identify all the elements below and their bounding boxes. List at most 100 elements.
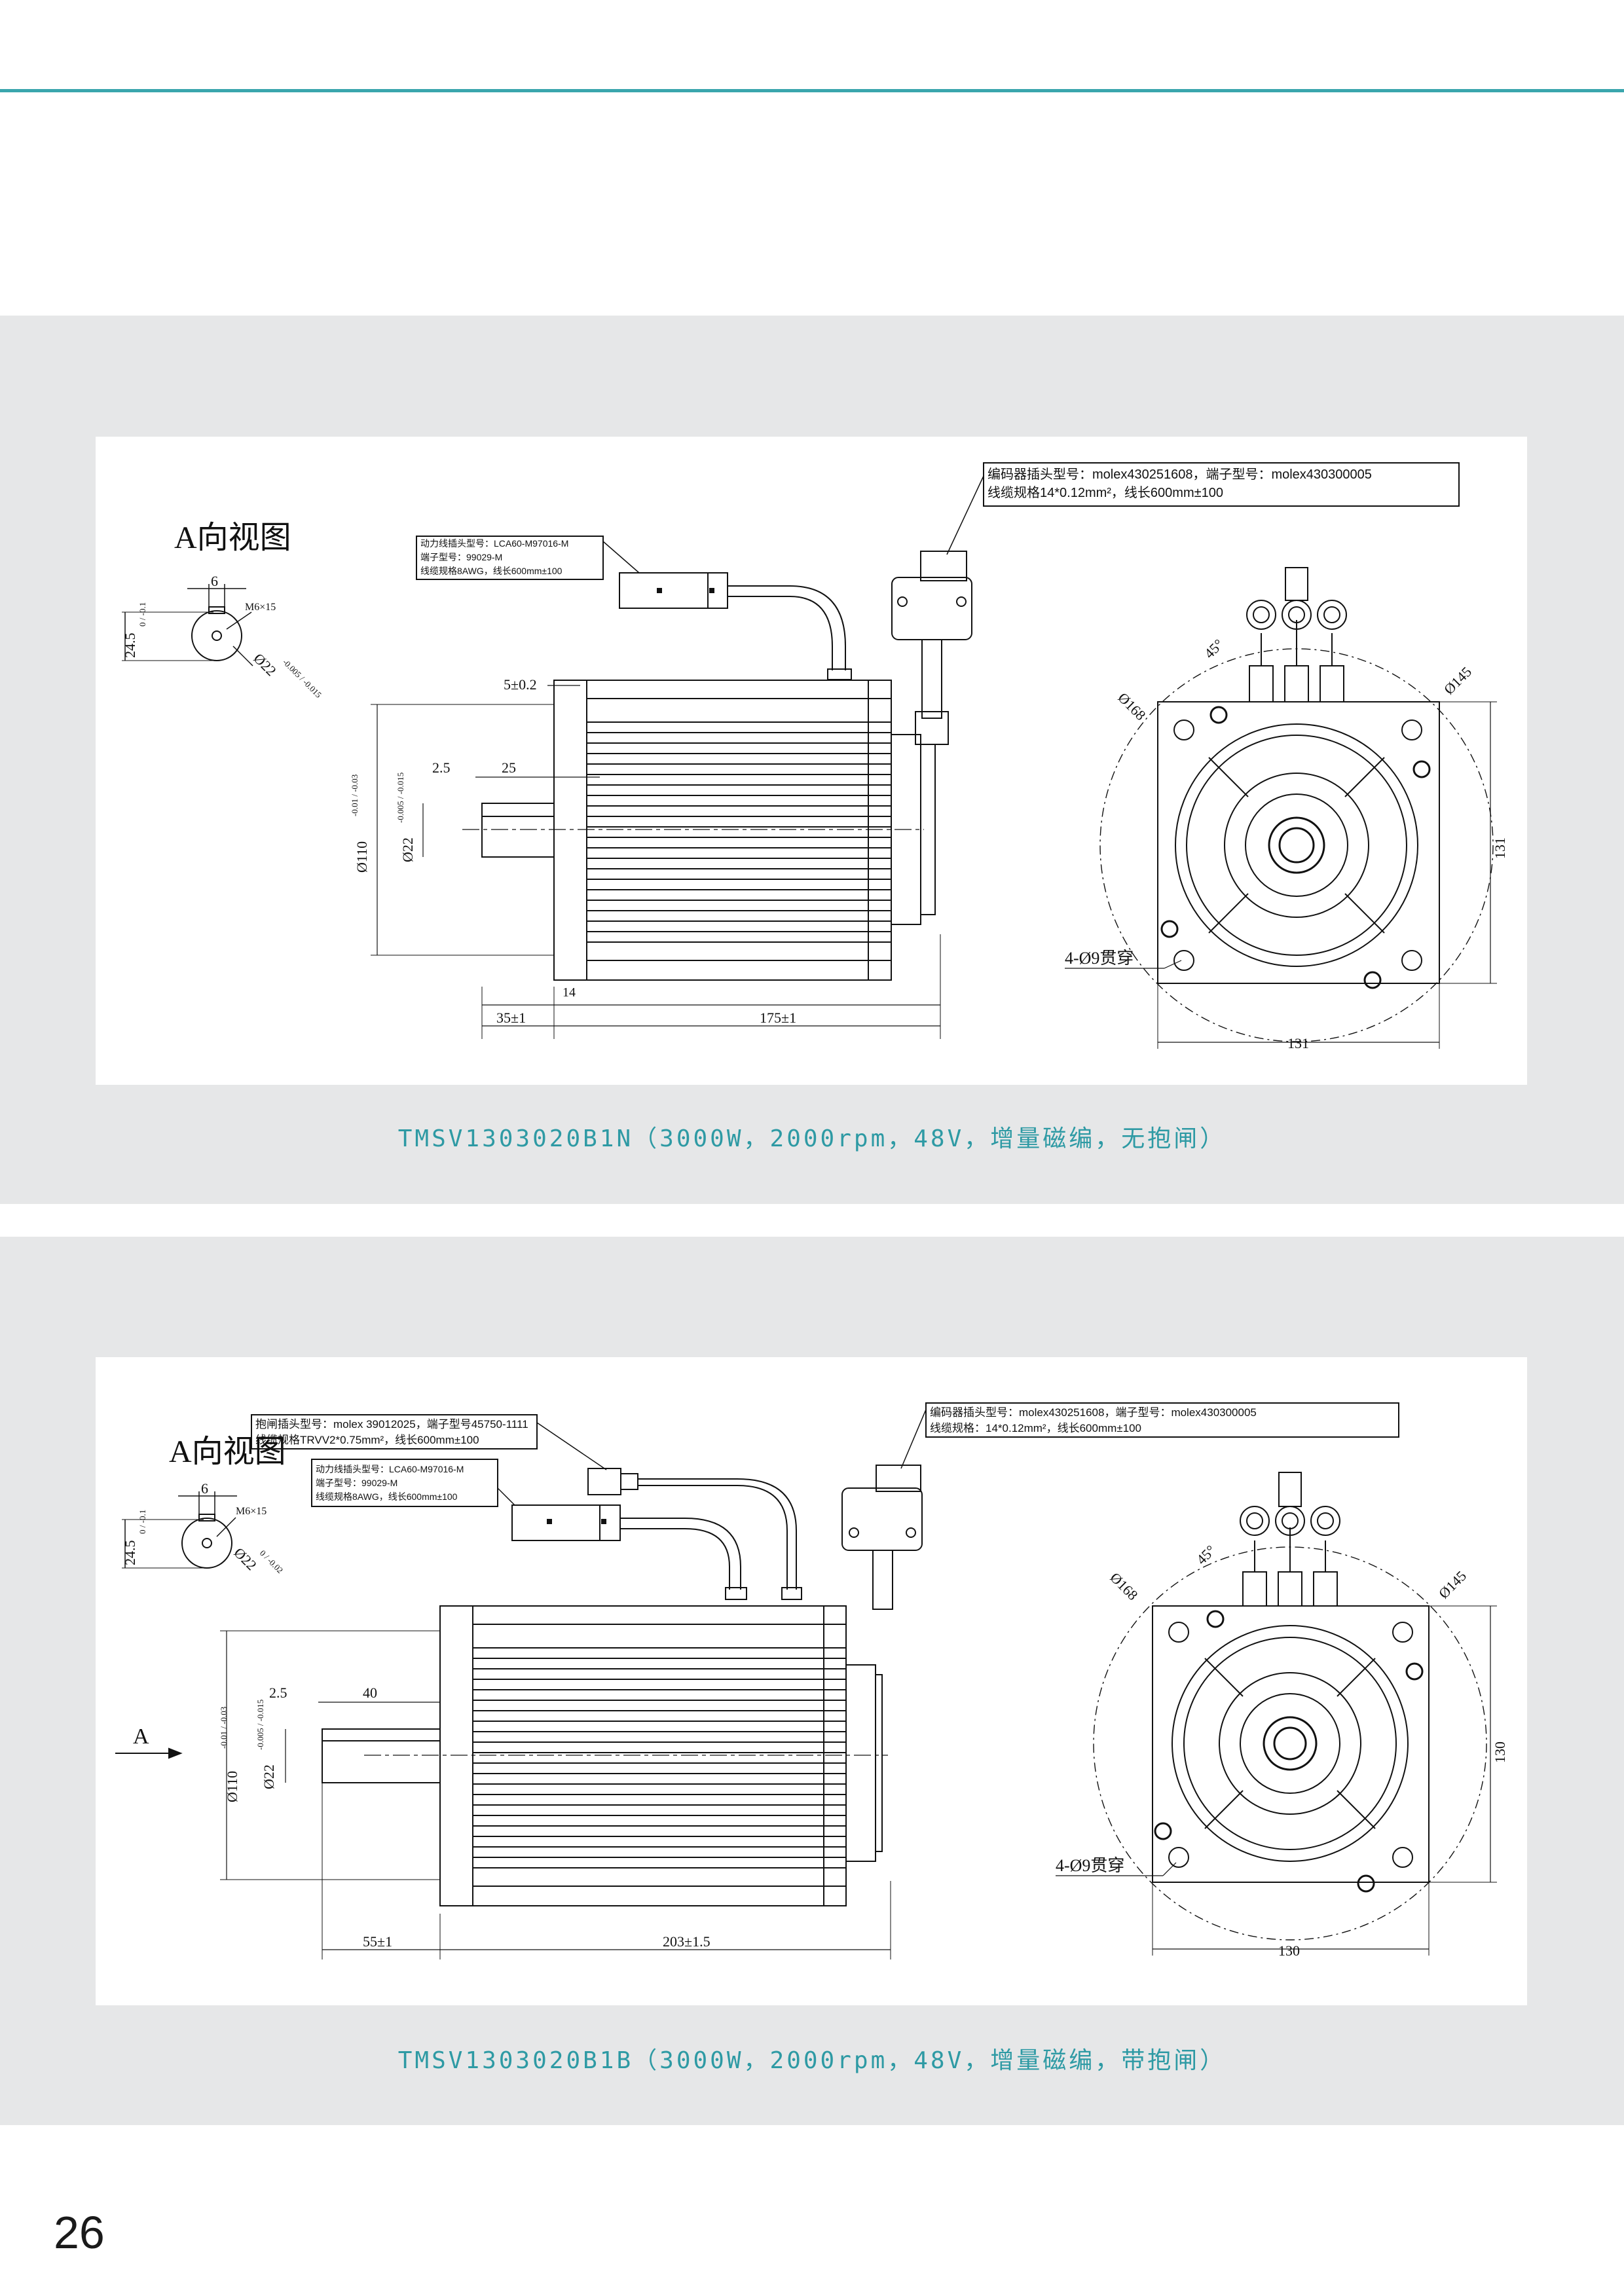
- key-view-circle: [181, 1518, 232, 1569]
- square-w-label: 131: [1287, 1035, 1309, 1051]
- key-height-label: 24.5: [122, 1540, 138, 1566]
- body-len-label: 203±1.5: [663, 1933, 710, 1950]
- power-note-line2: 端子型号：99029-M: [420, 552, 502, 562]
- key-thread-label: M6×15: [245, 602, 276, 613]
- holes-label: 4-Ø9贯穿: [1056, 1856, 1124, 1875]
- power-gland: [725, 1587, 747, 1600]
- brake-note-line2: 线缆规格TRVV2*0.75mm²，线长600mm±100: [255, 1434, 479, 1446]
- drawing-motor-with-brake: A向视图 6 M6×15 24.5 0 / -0.1 Ø22 0 / -0.02…: [96, 1357, 1527, 2005]
- top-accent-rule: [0, 89, 1624, 92]
- encoder-note-line2: 线缆规格：14*0.12mm²，线长600mm±100: [930, 1422, 1141, 1434]
- view-arrow-label: A: [133, 1724, 149, 1749]
- pilot-label: Ø110: [224, 1771, 240, 1802]
- pilot-label: Ø110: [354, 841, 370, 873]
- encoder-note-line2: 线缆规格14*0.12mm²，线长600mm±100: [987, 485, 1223, 500]
- shaft-key: [481, 803, 555, 817]
- flange: [553, 680, 587, 981]
- motor-body: [472, 1605, 847, 1906]
- bolt-circle-label: Ø168: [1107, 1569, 1141, 1603]
- bolt-circle2-label: Ø145: [1441, 663, 1475, 697]
- key-shaft-label: Ø22: [250, 650, 279, 679]
- encoder-note-line1: 编码器插头型号：molex430251608，端子型号：molex4303000…: [987, 467, 1372, 482]
- key-height-label: 24.5: [122, 633, 138, 659]
- power-note-line2: 端子型号：99029-M: [316, 1478, 397, 1488]
- encoder-plug: [891, 577, 972, 640]
- drawing-motor-no-brake: A向视图 6 M6×15 24.5 0 / -0.1 Ø22 -0.005 / …: [96, 437, 1527, 1085]
- flange: [439, 1605, 473, 1906]
- brake-note-line1: 抱闸插头型号：molex 39012025，端子型号45750-1111: [255, 1418, 528, 1430]
- front-square-flange: [1152, 1605, 1430, 1883]
- body-len-label: 175±1: [760, 1010, 796, 1026]
- key-shaft-label: Ø22: [231, 1544, 259, 1573]
- front-outer-circle: [1172, 1625, 1409, 1862]
- front-shaft: [1268, 816, 1325, 874]
- angle-label: 45°: [1201, 636, 1227, 661]
- front-outer-circle: [1175, 723, 1418, 967]
- square-h-label: 131: [1492, 837, 1508, 859]
- shaft-step-label: 2.5: [432, 759, 451, 776]
- front-square-flange: [1157, 701, 1440, 984]
- brake-plug: [587, 1468, 621, 1495]
- encoder-note-box: [925, 1402, 1399, 1438]
- power-note-box: [311, 1459, 498, 1507]
- front-connectors: [1246, 567, 1347, 702]
- shaft-len-label: 25: [502, 759, 516, 776]
- caption-motor-with-brake: TMSV1303020B1B（3000W，2000rpm，48V，增量磁编，带抱…: [397, 2047, 1227, 2074]
- view-a-title: A向视图: [169, 1434, 286, 1469]
- pilot-tol: -0.01 / -0.03: [219, 1707, 229, 1749]
- power-note-line1: 动力线插头型号：LCA60-M97016-M: [316, 1464, 464, 1474]
- encoder-note-line1: 编码器插头型号：molex430251608，端子型号：molex4303000…: [930, 1406, 1257, 1419]
- encoder-note-box: [983, 462, 1460, 507]
- motor-body: [586, 680, 892, 981]
- key-height-tol: 0 / -0.1: [138, 1510, 147, 1534]
- key-shaft-tol: -0.005 / -0.015: [281, 657, 323, 700]
- shaft-key: [322, 1728, 441, 1741]
- shaft-dia-tol: -0.005 / -0.015: [396, 773, 405, 823]
- encoder-cable: [872, 1550, 893, 1610]
- brake-note-box: [251, 1414, 538, 1449]
- key-width-label: 6: [211, 573, 218, 589]
- encoder-plug: [841, 1487, 923, 1551]
- bolt-circle2-label: Ø145: [1435, 1567, 1469, 1601]
- shaft-len-label: 40: [363, 1685, 377, 1701]
- front-connectors: [1240, 1472, 1340, 1607]
- power-gland: [827, 668, 852, 680]
- shaft: [322, 1728, 441, 1783]
- shaft-ext-label: 55±1: [363, 1933, 392, 1950]
- flange-thk-label: 5±0.2: [504, 676, 537, 693]
- key-slot: [208, 606, 225, 614]
- page-number: 26: [54, 2207, 105, 2258]
- power-note-line3: 线缆规格8AWG，线长600mm±100: [420, 566, 563, 576]
- power-plug: [511, 1504, 621, 1541]
- shaft-ext-label: 35±1: [496, 1010, 526, 1026]
- power-note-line3: 线缆规格8AWG，线长600mm±100: [316, 1491, 458, 1502]
- key-shaft-tol: 0 / -0.02: [258, 1548, 286, 1576]
- shaft-dia-label: Ø22: [399, 837, 416, 862]
- power-note-line1: 动力线插头型号：LCA60-M97016-M: [420, 538, 568, 549]
- square-w-label: 130: [1278, 1942, 1300, 1959]
- power-note-box: [416, 536, 604, 580]
- encoder-cable: [921, 639, 942, 719]
- caption-motor-no-brake: TMSV1303020B1N（3000W，2000rpm，48V，增量磁编，无抱…: [397, 1125, 1227, 1152]
- key-width-label: 6: [201, 1480, 208, 1497]
- key-view-circle: [191, 610, 242, 661]
- encoder-cap: [920, 744, 936, 915]
- flange-14-label: 14: [563, 985, 576, 1000]
- key-thread-label: M6×15: [236, 1506, 267, 1517]
- key-height-tol: 0 / -0.1: [138, 602, 147, 627]
- encoder-housing: [845, 1664, 876, 1862]
- shaft: [481, 803, 555, 858]
- shaft-dia-label: Ø22: [261, 1764, 277, 1789]
- front-shaft: [1263, 1716, 1318, 1771]
- holes-label: 4-Ø9贯穿: [1065, 949, 1134, 968]
- encoder-plug-top: [876, 1465, 921, 1492]
- view-a-title: A向视图: [174, 520, 291, 555]
- square-h-label: 130: [1492, 1741, 1508, 1763]
- pilot-tol: -0.01 / -0.03: [350, 774, 360, 816]
- power-plug: [619, 572, 728, 609]
- encoder-plug-top: [920, 551, 967, 581]
- brake-gland: [781, 1587, 802, 1600]
- angle-label: 45°: [1193, 1542, 1219, 1567]
- shaft-dia-tol: -0.005 / -0.015: [255, 1700, 265, 1750]
- key-view-center: [212, 630, 222, 641]
